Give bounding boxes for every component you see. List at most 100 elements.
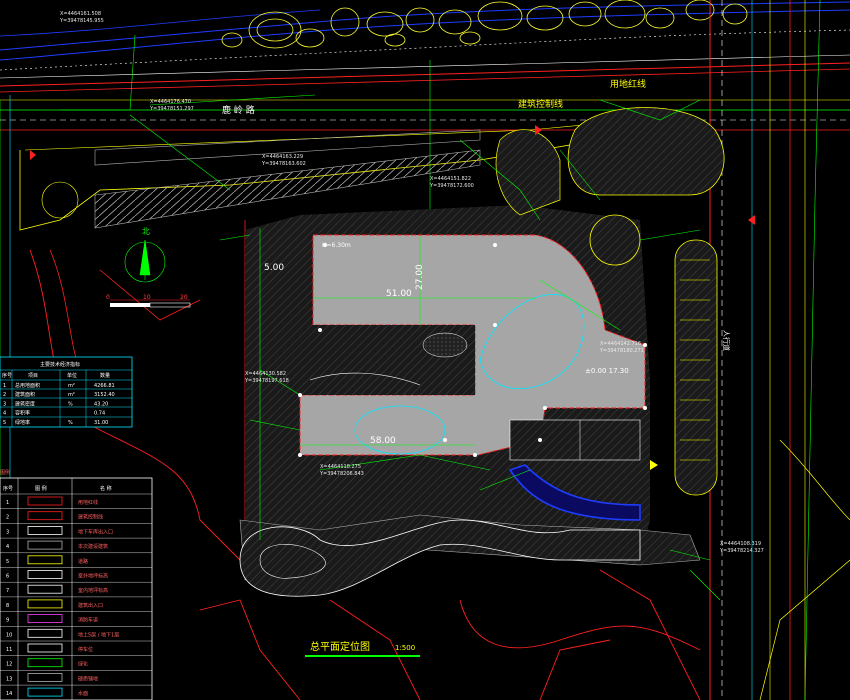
- svg-text:Y=39478214.327: Y=39478214.327: [719, 548, 764, 554]
- legend-label: 消防车道: [78, 617, 98, 624]
- parking-strip: [94, 149, 481, 229]
- legend-index: 5: [6, 559, 9, 565]
- svg-text:X=4464161.508: X=4464161.508: [60, 11, 101, 17]
- indicator-table-title: 主要技术经济指标: [40, 361, 80, 368]
- svg-text:X=4464118.275: X=4464118.275: [320, 464, 361, 470]
- svg-text:Y=39478197.618: Y=39478197.618: [244, 378, 289, 384]
- legend-label: 地下车库出入口: [78, 528, 113, 535]
- table-cell: 建筑面积: [15, 391, 35, 398]
- table-cell: 2: [3, 392, 6, 398]
- legend-index: 7: [6, 588, 9, 594]
- ramp: [508, 464, 641, 521]
- svg-text:X=4464142.716: X=4464142.716: [600, 341, 641, 347]
- scale-tick: 0: [106, 294, 110, 301]
- markers: [30, 125, 755, 470]
- river-landscape: [0, 0, 850, 93]
- legend-label: 室外地坪标高: [78, 573, 108, 580]
- dim-width: 51.00: [386, 289, 412, 299]
- legend-swatch: [27, 687, 63, 697]
- svg-text:Y=39478151.297: Y=39478151.297: [149, 106, 194, 112]
- table-cell: 容积率: [15, 410, 30, 417]
- drop-off-loop: [239, 519, 641, 597]
- svg-text:Y=39478163.602: Y=39478163.602: [261, 161, 306, 167]
- table-header: 序号: [2, 372, 12, 379]
- legend-index: 10: [6, 632, 12, 638]
- svg-text:X=4464130.582: X=4464130.582: [245, 371, 286, 377]
- legend-index: 3: [6, 529, 9, 535]
- legend-label: 建筑控制线: [78, 514, 103, 521]
- legend-label: 道路: [78, 558, 88, 565]
- legend-label: 用地红线: [78, 499, 98, 506]
- table-cell: 4: [3, 411, 6, 417]
- table-cell: %: [68, 420, 73, 426]
- svg-text:Y=39478180.271: Y=39478180.271: [599, 348, 644, 354]
- tree-clusters: [221, 0, 748, 49]
- legend-swatch: [27, 599, 63, 609]
- table-cell: 绿地率: [15, 419, 30, 426]
- svg-text:X=4464163.229: X=4464163.229: [262, 154, 303, 160]
- north-label: 北: [142, 227, 150, 236]
- table-cell: 31.00: [94, 420, 108, 426]
- dim-lower: 58.00: [370, 436, 396, 446]
- legend-swatch: [27, 584, 63, 594]
- auxiliary-building: [509, 419, 641, 461]
- legend-index: 12: [6, 662, 12, 668]
- table-cell: 总用地面积: [15, 382, 40, 389]
- table-cell: 43.20: [94, 401, 108, 407]
- drawing-title: 总平面定位图: [310, 640, 370, 653]
- elevation-label: ±0.00 17.30: [585, 367, 629, 375]
- legend-index: 8: [6, 603, 9, 609]
- legend-swatch: [27, 555, 63, 565]
- table-cell: 3: [3, 401, 6, 407]
- legend-index: 2: [6, 515, 9, 521]
- legend-swatch: [27, 496, 63, 506]
- legend-label: 硬质铺地: [78, 675, 98, 682]
- land-line-label: 用地红线: [610, 78, 646, 90]
- dim-height: 27.00: [415, 264, 425, 290]
- road-name-top: 鹿 岭 路: [222, 104, 255, 116]
- parking-band-right: [674, 239, 718, 496]
- atrium-outline: [479, 294, 585, 390]
- legend-label: 水面: [78, 690, 88, 697]
- legend-label: 本次建设建筑: [78, 543, 108, 550]
- legend-index: 13: [6, 676, 12, 682]
- table-cell: 3152.40: [94, 392, 115, 398]
- table-header: 图 例: [35, 485, 47, 492]
- table-header: 单位: [67, 372, 77, 379]
- svg-text:X=4464176.470: X=4464176.470: [150, 99, 191, 105]
- table-header: 序号: [3, 485, 13, 492]
- legend-index: 9: [6, 618, 9, 624]
- table-header: 数量: [100, 372, 110, 379]
- table-header: 名 称: [100, 485, 112, 492]
- table-cell: %: [68, 401, 73, 407]
- scale-tick: 20: [180, 294, 188, 301]
- svg-text:Y=39478172.600: Y=39478172.600: [429, 183, 474, 189]
- table-header: 项目: [28, 373, 38, 379]
- table-cell: m²: [68, 383, 75, 389]
- legend-swatch: [27, 643, 63, 653]
- legend-swatch: [27, 628, 63, 638]
- legend-swatch: [27, 614, 63, 623]
- main-building: 51.00 27.00 5.00 58.00 H=6.30m ±0.00 17.…: [259, 228, 646, 540]
- legend-swatch: [27, 673, 63, 682]
- table-cell: 0.74: [94, 411, 105, 417]
- drawing-title-block: 总平面定位图 1:500: [305, 640, 420, 657]
- lobby-ellipse: [354, 405, 446, 455]
- legend-index: 14: [6, 691, 12, 697]
- legend-label: 绿化: [78, 661, 88, 668]
- svg-text:X=4464151.822: X=4464151.822: [430, 176, 471, 182]
- table-cell: 5: [3, 420, 6, 426]
- svg-text:X=4464108.319: X=4464108.319: [720, 541, 761, 547]
- building-line-label: 建筑控制线: [518, 98, 563, 110]
- courtyard-feature: [422, 332, 468, 358]
- scale-bar: 0 10 20: [106, 294, 191, 308]
